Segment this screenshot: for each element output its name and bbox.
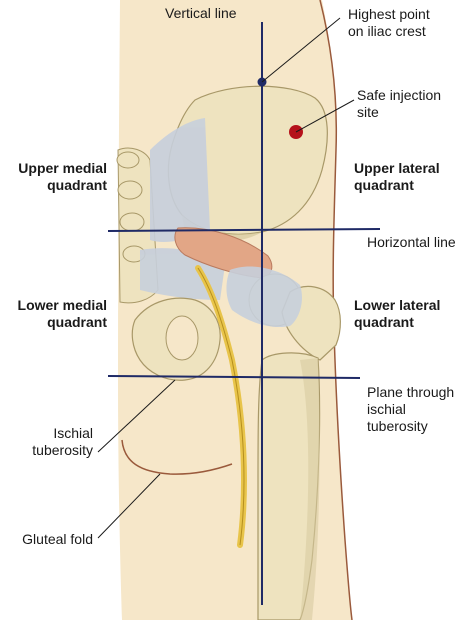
ischial-plane-label: Plane through ischial tuberosity [367, 384, 454, 435]
horizontal-line-label: Horizontal line [367, 234, 456, 250]
lower-medial-line2: quadrant [47, 314, 107, 330]
upper-lateral-line1: Upper lateral [354, 160, 440, 176]
lower-lateral-line2: quadrant [354, 314, 414, 330]
ischial-tuberosity-label: Ischial tuberosity [4, 425, 93, 459]
upper-medial-line1: Upper medial [18, 160, 107, 176]
obturator-foramen [165, 315, 199, 361]
upper-medial-line2: quadrant [47, 177, 107, 193]
highest-point-label: Highest point on iliac crest [348, 6, 430, 40]
leader-ischial-tuberosity [97, 379, 176, 453]
sciatic-nerve-edge [197, 267, 245, 546]
gluteal-fold-label: Gluteal fold [22, 531, 93, 547]
ischial-tuberosity-line1: Ischial [53, 425, 93, 441]
vertical-line-label: Vertical line [165, 5, 237, 21]
horizontal-guide-line [107, 228, 381, 232]
safe-injection-site-label: Safe injection site [357, 87, 441, 121]
lower-lateral-line1: Lower lateral [354, 297, 441, 313]
leader-highest-point [261, 17, 341, 83]
leader-gluteal-fold [97, 473, 161, 539]
leader-injection-site [295, 99, 355, 133]
femur-shaft-shade [300, 358, 320, 620]
safe-injection-label-line2: site [357, 104, 379, 120]
upper-medial-quadrant-label: Upper medial quadrant [2, 160, 107, 194]
ischial-plane-line1: Plane through [367, 384, 455, 400]
lower-medial-quadrant-label: Lower medial quadrant [2, 297, 107, 331]
upper-lateral-line2: quadrant [354, 177, 414, 193]
ischial-plane-line3: tuberosity [367, 418, 428, 434]
highest-point-label-line2: on iliac crest [348, 23, 426, 39]
ischial-plane-line2: ischial [367, 401, 406, 417]
lower-medial-line1: Lower medial [17, 297, 107, 313]
ischial-plane-line [107, 375, 361, 379]
gluteal-fold-curve [121, 439, 233, 475]
highest-point-label-line1: Highest point [348, 6, 430, 22]
upper-lateral-quadrant-label: Upper lateral quadrant [354, 160, 440, 194]
lower-lateral-quadrant-label: Lower lateral quadrant [354, 297, 440, 331]
hip-capsule-ligaments [226, 266, 302, 328]
safe-injection-label-line1: Safe injection [357, 87, 442, 103]
ischial-tuberosity-line2: tuberosity [32, 442, 93, 458]
